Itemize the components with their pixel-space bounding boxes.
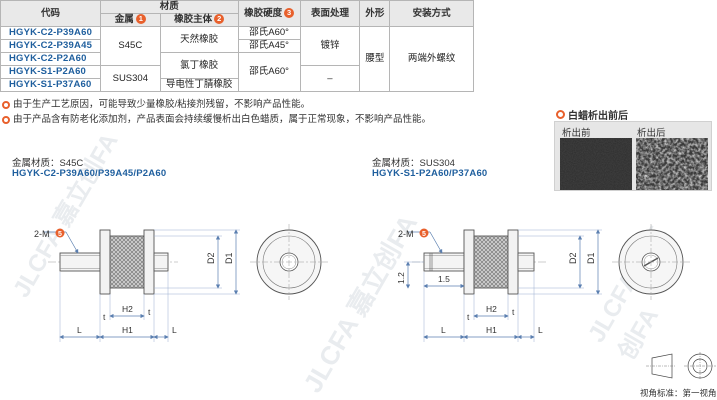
right-thread-badge — [419, 228, 429, 238]
wax-before-image — [560, 138, 632, 190]
left-thread-num: 5 — [58, 231, 62, 238]
wax-before-label: 析出前 — [562, 128, 591, 139]
install-cell: 两端外螺纹 — [389, 26, 474, 92]
right-12-label: 1.2 — [396, 272, 406, 284]
right-15-label: 1.5 — [438, 274, 450, 284]
right-model-label: HGYK-S1-P2A60/P37A60 — [372, 168, 488, 179]
right-side-view: D2 D1 2-M 5 1.2 1.5 t H2 t L H1 L — [396, 228, 602, 342]
left-material-label: 金属材质：S45C — [12, 158, 84, 169]
bullet-icon — [556, 110, 565, 119]
metal-cell: SUS304 — [99, 65, 161, 92]
hardness-cell: 邵氏A60° — [237, 26, 301, 40]
table-row: HGYK-C2-P39A45 邵氏A45° — [0, 39, 474, 53]
right-thread-num: 5 — [422, 231, 426, 238]
bullet-icon — [2, 100, 10, 109]
metal-num-badge: 1 — [135, 14, 146, 24]
left-l-left-label: L — [77, 325, 82, 335]
note-text: 由于生产工艺原因，可能导致少量橡胶/粘接剂残留，不影响产品性能。 — [13, 99, 311, 110]
metal-cell: S45C — [99, 26, 161, 66]
header-shape: 外形 — [359, 0, 391, 27]
left-d2-label: D2 — [206, 252, 216, 264]
rubber-cell: 氯丁橡胶 — [159, 52, 239, 79]
note-item: 由于生产工艺原因，可能导致少量橡胶/粘接剂残留，不影响产品性能。 — [2, 97, 431, 112]
bullet-icon — [2, 115, 10, 124]
table-row: HGYK-S1-P37A60 导电性丁腈橡胶 — [0, 78, 474, 92]
table-row: HGYK-C2-P39A60 S45C 天然橡胶 邵氏A60° 镀锌 腰型 两端… — [0, 26, 474, 92]
notes: 由于生产工艺原因，可能导致少量橡胶/粘接剂残留，不影响产品性能。 由于产品含有防… — [2, 97, 431, 127]
rubber-cell: 导电性丁腈橡胶 — [159, 78, 239, 92]
wax-title-text: 白蜡析出前后 — [568, 111, 628, 122]
left-d1-label: D1 — [224, 252, 234, 264]
wax-after-image — [636, 138, 708, 190]
left-t-top-label: t — [148, 307, 151, 317]
left-end-view — [250, 224, 328, 300]
right-end-view — [612, 224, 690, 300]
technical-drawings: D2 D1 2-M 5 t H2 t L H1 L — [34, 224, 716, 380]
right-h2-label: H2 — [486, 304, 497, 314]
code-cell: HGYK-C2-P39A60 — [0, 26, 101, 40]
hardness-cell: 邵氏A45° — [237, 39, 301, 53]
wax-title: 白蜡析出前后 — [556, 107, 628, 122]
right-d1-label: D1 — [586, 252, 596, 264]
left-t-bottom-label: t — [103, 312, 106, 322]
header-material: 材质 — [99, 0, 239, 14]
table-row: HGYK-C2-P2A60 氯丁橡胶 邵氏A60° — [0, 52, 474, 92]
header-install: 安装方式 — [389, 0, 474, 27]
shape-cell: 腰型 — [359, 26, 391, 92]
hardness-cell: 邵氏A60° — [237, 52, 301, 92]
left-h2-label: H2 — [122, 304, 133, 314]
code-cell: HGYK-S1-P37A60 — [0, 78, 101, 92]
wax-after-label: 析出后 — [637, 128, 666, 139]
header-surface: 表面处理 — [299, 0, 361, 27]
rubber-cell: 天然橡胶 — [159, 26, 239, 53]
view-standard-label: 视角标准：第一视角 — [640, 388, 717, 398]
code-cell: HGYK-S1-P2A60 — [0, 65, 101, 79]
left-side-view: D2 D1 2-M 5 t H2 t L H1 L — [34, 228, 240, 342]
right-thread-label: 2-M — [398, 229, 414, 239]
surface-cell: 镀锌 — [299, 26, 361, 66]
left-l-right-label: L — [172, 325, 177, 335]
first-angle-projection-icon — [646, 352, 716, 380]
right-l-left-label: L — [441, 325, 446, 335]
left-h1-label: H1 — [122, 325, 133, 335]
code-cell: HGYK-C2-P39A45 — [0, 39, 101, 53]
code-cell: HGYK-C2-P2A60 — [0, 52, 101, 66]
right-t-bottom-label: t — [467, 312, 470, 322]
note-text: 由于产品含有防老化添加剂，产品表面会持续缓慢析出白色蜡质，属于正常现象，不影响产… — [13, 114, 432, 125]
hardness-num-badge: 3 — [284, 7, 295, 18]
right-l-right-label: L — [538, 325, 543, 335]
left-thread-badge — [55, 228, 65, 238]
note-item: 由于产品含有防老化添加剂，产品表面会持续缓慢析出白色蜡质，属于正常现象，不影响产… — [2, 112, 431, 127]
header-code: 代码 — [0, 0, 101, 27]
surface-cell: – — [299, 65, 361, 92]
right-d2-label: D2 — [568, 252, 578, 264]
left-thread-label: 2-M — [34, 229, 50, 239]
right-material-label: 金属材质：SUS304 — [372, 158, 455, 169]
right-h1-label: H1 — [486, 325, 497, 335]
rubber-num-badge: 2 — [214, 14, 225, 24]
right-t-top-label: t — [512, 307, 515, 317]
table-row: HGYK-S1-P2A60 SUS304 – — [0, 65, 474, 92]
left-model-label: HGYK-C2-P39A60/P39A45/P2A60 — [12, 168, 167, 179]
